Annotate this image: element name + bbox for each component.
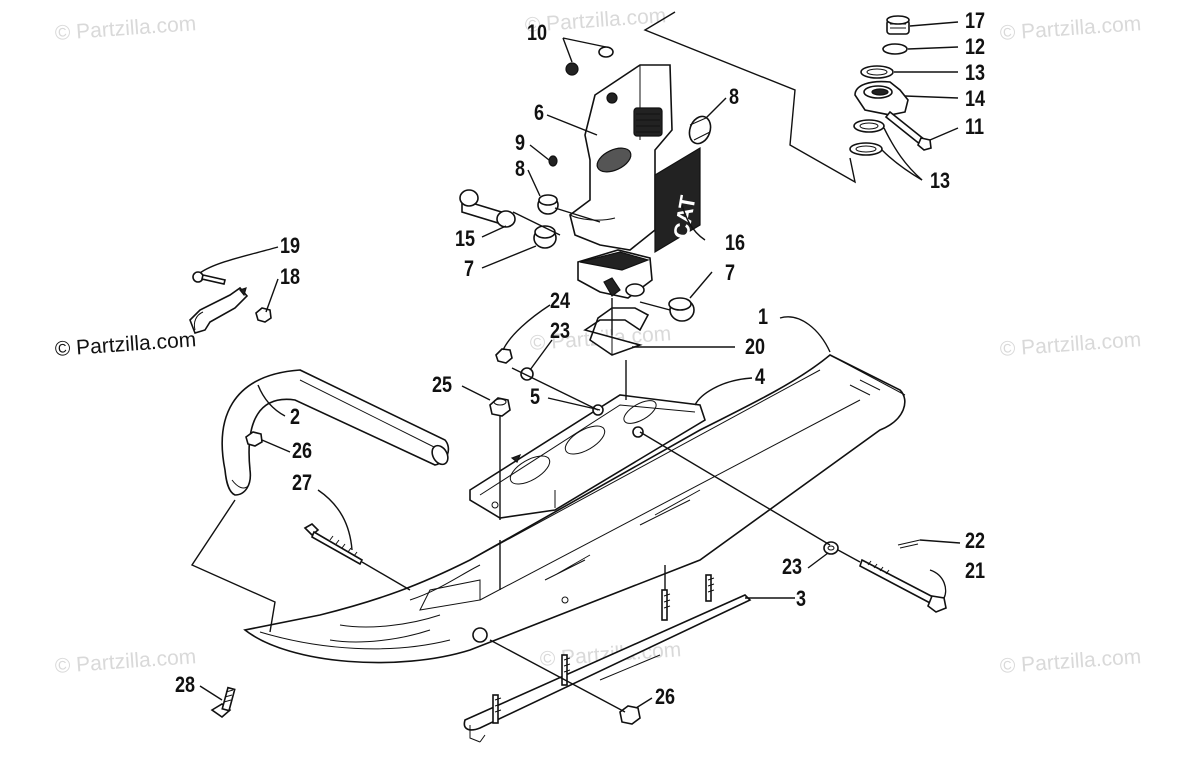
callout-9: 9 [515, 130, 526, 155]
ring-13-upper [860, 65, 894, 79]
ski-loop [221, 369, 450, 496]
callout-13: 13 [930, 168, 951, 193]
callout-12: 12 [965, 34, 986, 59]
callout-13: 13 [965, 60, 986, 85]
callout-21: 21 [965, 558, 986, 583]
callout-22: 22 [965, 528, 986, 553]
washer-10 [565, 46, 614, 76]
callout-23: 23 [782, 554, 803, 579]
callout-4: 4 [755, 364, 766, 389]
screw-19 [192, 271, 226, 285]
callout-16: 16 [725, 230, 746, 255]
callout-10: 10 [527, 20, 548, 45]
clamp-14 [854, 80, 909, 116]
washer-23-lower [823, 541, 839, 555]
callout-19: 19 [280, 233, 301, 258]
bolt-11 [884, 110, 932, 151]
bushing-8-upper [688, 115, 712, 145]
leader-lines [190, 11, 961, 713]
arctic-cat-decal: CAT [654, 146, 701, 254]
callout-15: 15 [455, 226, 476, 251]
ring-12 [882, 43, 908, 55]
cap-17 [886, 15, 910, 35]
bushing-7-left [533, 225, 557, 249]
callout-24: 24 [550, 288, 571, 313]
callout-7: 7 [464, 256, 475, 281]
bolt-21 [859, 558, 947, 613]
spacer-tube-15 [459, 189, 516, 228]
callout-20: 20 [745, 334, 766, 359]
carbide-runner [463, 574, 752, 743]
nut-18 [255, 307, 272, 323]
callout-23: 23 [550, 318, 571, 343]
nut-24 [495, 348, 513, 364]
bumper-block [583, 307, 650, 356]
callout-1: 1 [758, 304, 769, 329]
callout-7: 7 [725, 260, 736, 285]
callout-2: 2 [290, 404, 301, 429]
ring-13-lower-a [853, 119, 885, 133]
callout-14: 14 [965, 86, 986, 111]
bushing-7-right [668, 297, 695, 322]
callout-6: 6 [534, 100, 545, 125]
callout-18: 18 [280, 264, 301, 289]
callout-8: 8 [729, 84, 740, 109]
bolt-28 [210, 686, 236, 719]
bushing-8-lower [537, 194, 559, 215]
ring-13-lower-b [849, 142, 883, 156]
grease-fitting-9 [548, 155, 558, 167]
bolt-27 [303, 523, 364, 566]
ski [243, 354, 906, 664]
callout-3: 3 [796, 586, 807, 611]
spindle-lower-block [577, 249, 653, 299]
callout-8: 8 [515, 156, 526, 181]
callout-17: 17 [965, 8, 986, 33]
cotter-pin-22 [897, 539, 921, 549]
callout-11: 11 [965, 114, 985, 139]
nut-26-lower [619, 705, 641, 725]
callout-26: 26 [292, 438, 313, 463]
nut-25 [489, 397, 511, 417]
callout-27: 27 [292, 470, 313, 495]
ski-saddle [469, 394, 706, 519]
callout-28: 28 [175, 672, 196, 697]
callout-5: 5 [530, 384, 541, 409]
callout-25: 25 [432, 372, 453, 397]
spindle [569, 64, 673, 251]
nut-26-upper [245, 431, 263, 447]
bracket-18 [189, 286, 249, 334]
callout-26: 26 [655, 684, 676, 709]
